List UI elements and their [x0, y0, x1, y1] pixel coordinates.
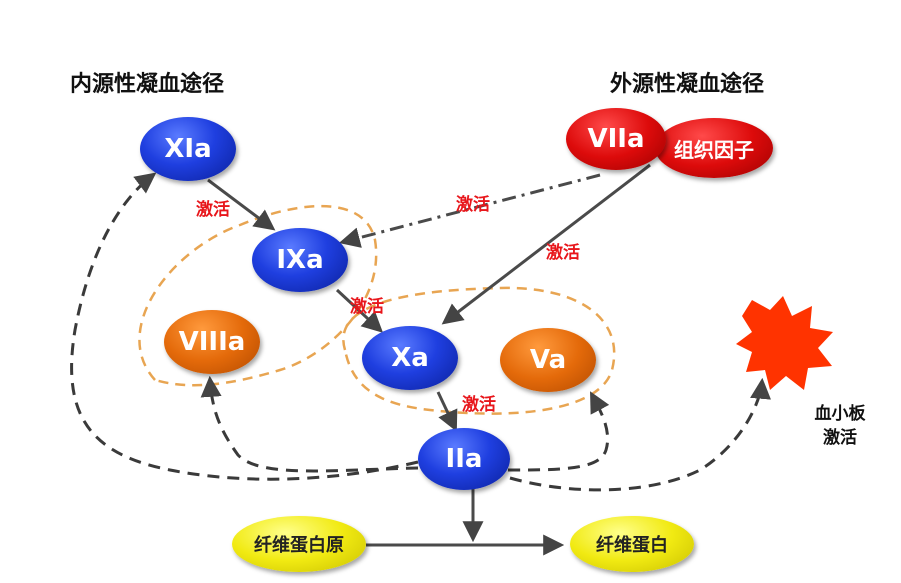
node-viiia: VIIIa: [164, 310, 260, 374]
platelet-label-line2: 激活: [823, 428, 857, 448]
node-va: Va: [500, 328, 596, 392]
arrow-viia-to-xa: [441, 163, 651, 325]
feedback-iia-to-platelet: [509, 377, 771, 492]
node-viia: VIIa: [566, 108, 666, 170]
prothrombinase-complex-outline: [342, 286, 616, 415]
node-xa: Xa: [362, 326, 458, 390]
arrow-ixa-to-xa: [335, 288, 384, 333]
platelet-activation-label: 血小板 激活: [805, 402, 875, 450]
node-fibrin: 纤维蛋白: [570, 516, 694, 572]
arrow-xa-to-iia: [436, 391, 458, 432]
label-activate-viia-dashdot: 激活: [456, 195, 490, 215]
label-activate-xa-iia: 激活: [462, 395, 496, 415]
feedback-iia-to-xia: [70, 172, 419, 481]
label-activate-ixa-xa: 激活: [350, 297, 384, 317]
tenase-complex-outline: [138, 204, 378, 387]
extrinsic-pathway-title: 外源性凝血途径: [610, 72, 765, 97]
node-xia: XIa: [140, 117, 236, 181]
feedback-iia-to-va: [507, 391, 610, 472]
activated-platelet-shape: [736, 296, 833, 390]
label-activate-viia-xa: 激活: [546, 243, 580, 263]
node-ixa: IXa: [252, 228, 348, 292]
intrinsic-pathway-title: 内源性凝血途径: [70, 72, 225, 97]
feedback-iia-to-viiia: [200, 375, 419, 473]
label-activate-xia-ixa: 激活: [196, 200, 230, 220]
node-fibrinogen: 纤维蛋白原: [232, 516, 366, 572]
node-tissue-factor: 组织因子: [655, 118, 773, 178]
node-iia: IIa: [418, 428, 510, 490]
arrow-xia-to-ixa: [207, 178, 276, 231]
platelet-label-line1: 血小板: [814, 404, 866, 424]
